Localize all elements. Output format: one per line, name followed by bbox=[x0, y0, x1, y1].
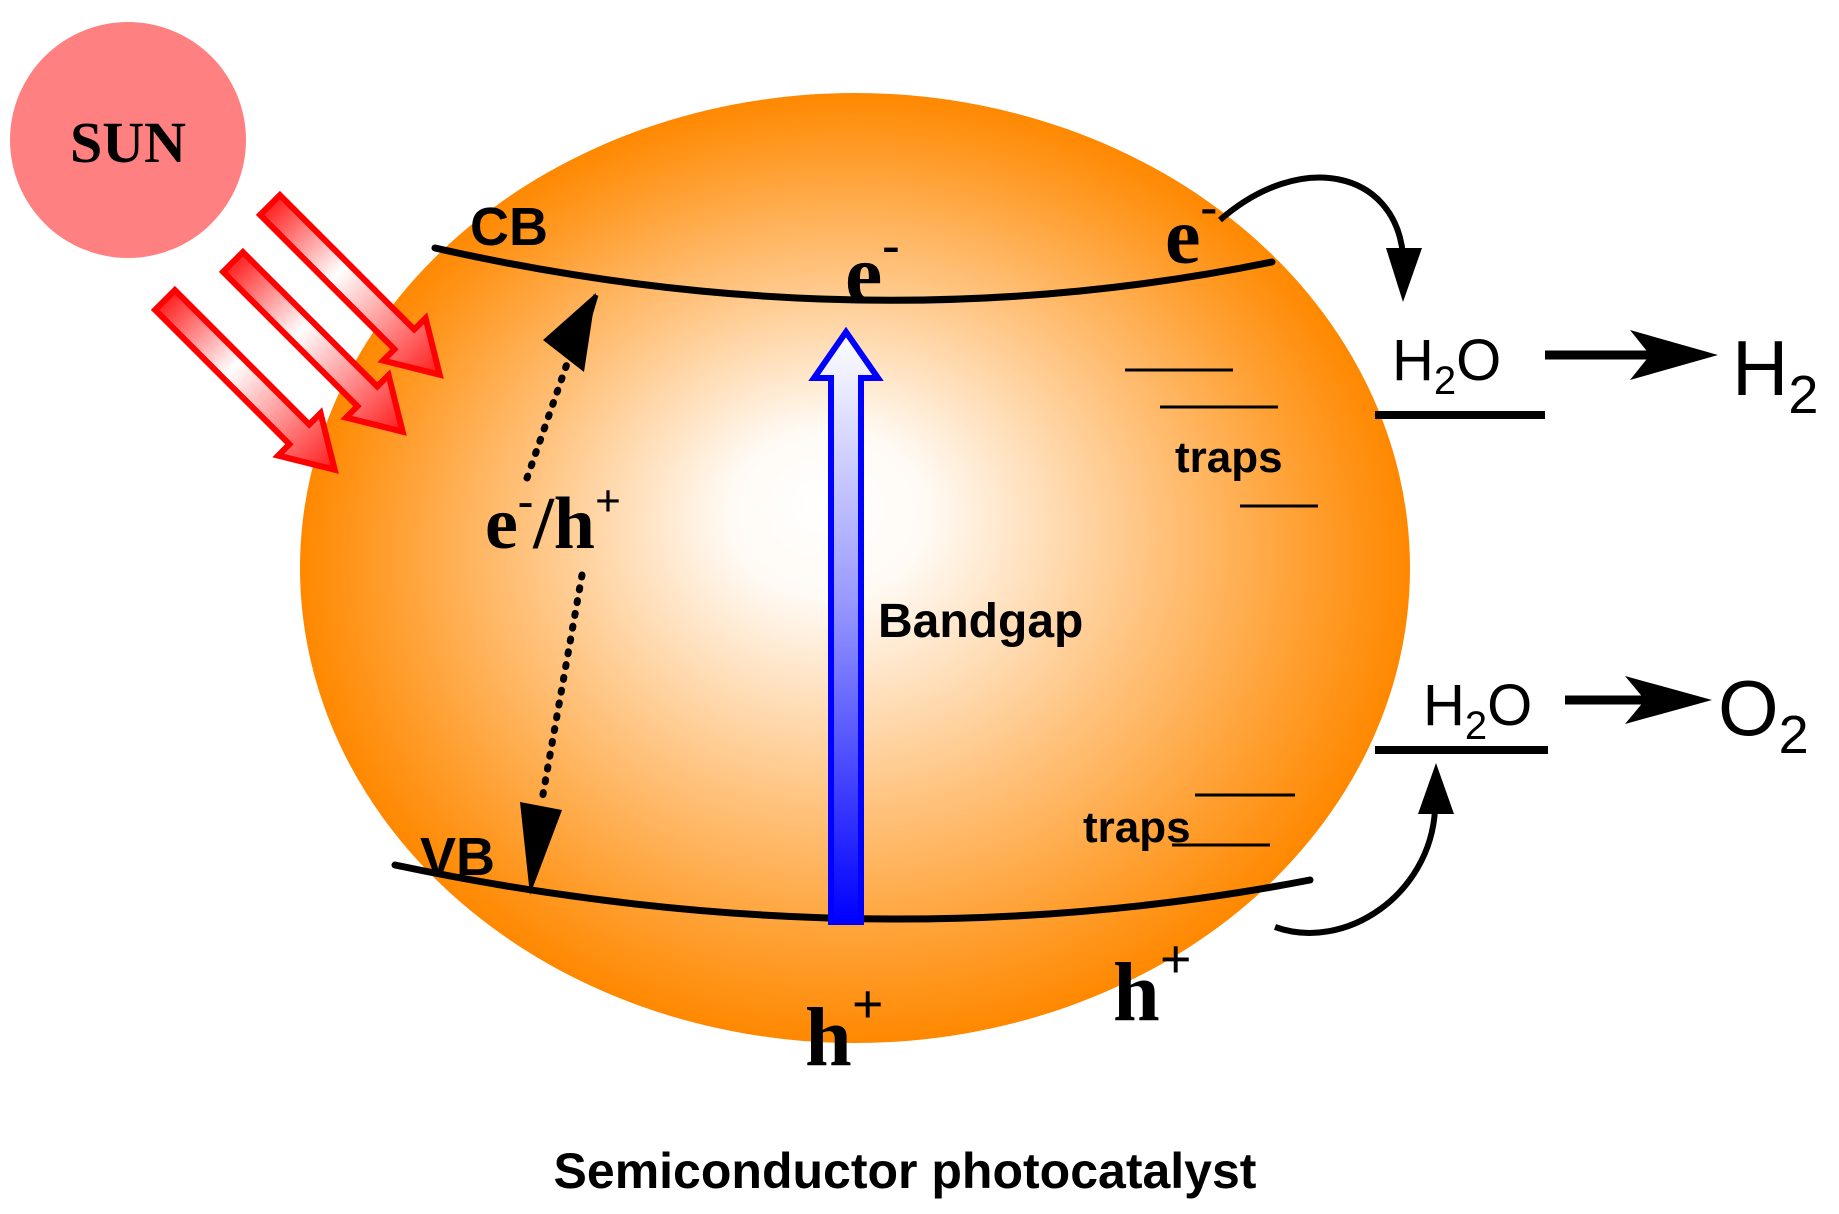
traps-upper-label: traps bbox=[1175, 433, 1283, 482]
sun-label: SUN bbox=[70, 110, 186, 175]
bandgap-arrow-icon bbox=[808, 326, 884, 925]
electron-hole-pair-label: e-/h+ bbox=[485, 475, 621, 565]
photon-arrow-icon bbox=[150, 285, 339, 474]
excitation-stem bbox=[575, 294, 599, 356]
hole-transfer-arc bbox=[1273, 809, 1438, 936]
hole-label-center: h+ bbox=[805, 974, 884, 1084]
excitation-arrowhead-icon bbox=[543, 293, 596, 372]
oxidation-product: O2 bbox=[1718, 664, 1809, 765]
vb-label: VB bbox=[420, 827, 495, 887]
bandgap-label: Bandgap bbox=[878, 595, 1083, 648]
reduction-reactant: H2O bbox=[1392, 328, 1501, 403]
electron-label-right: e- bbox=[1165, 178, 1217, 281]
diagram-caption: Semiconductor photocatalyst bbox=[554, 1143, 1257, 1199]
cb-label: CB bbox=[470, 197, 548, 257]
reaction-arrow-icon bbox=[1625, 676, 1712, 724]
transfer-arrow-icon bbox=[1386, 248, 1422, 302]
reaction-arrow-icon bbox=[1630, 330, 1718, 380]
recombination-dotted-line bbox=[538, 571, 586, 804]
sun-disc bbox=[10, 22, 246, 258]
electron-transfer-arc bbox=[1218, 174, 1406, 256]
reduction-product: H2 bbox=[1732, 324, 1818, 425]
conduction-band-line bbox=[431, 244, 1276, 304]
hole-label-right: h+ bbox=[1113, 929, 1192, 1039]
traps-lower-label: traps bbox=[1083, 803, 1191, 852]
oxidation-reactant: H2O bbox=[1423, 673, 1532, 748]
electron-label-center: e- bbox=[845, 217, 900, 321]
excitation-dotted-line bbox=[523, 334, 580, 482]
recombination-arrowhead-icon bbox=[520, 802, 562, 895]
transfer-arrow-icon bbox=[1418, 763, 1454, 814]
photon-arrow-icon bbox=[218, 247, 407, 436]
photon-arrow-icon bbox=[255, 190, 444, 379]
